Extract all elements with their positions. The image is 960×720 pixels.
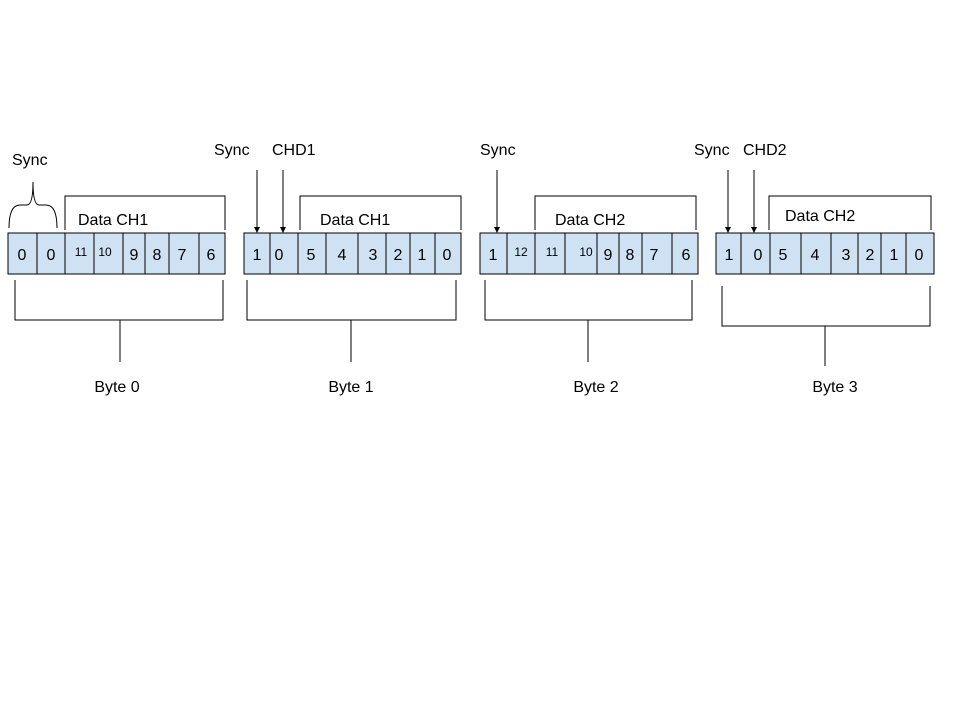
byte-3-field-bracket — [768, 195, 932, 230]
byte-1-bit-cell — [357, 232, 387, 275]
byte-2-field-label: Data CH2 — [555, 212, 625, 229]
byte-3-bit-label: 0 — [754, 247, 763, 264]
sync-brace — [8, 181, 58, 229]
byte-3-bit-label: 3 — [842, 247, 851, 264]
byte-3-bit-label: 1 — [725, 247, 734, 264]
byte-1-chd-label: CHD1 — [272, 142, 316, 159]
byte-3-bit-label: 2 — [866, 247, 875, 264]
byte-1-bit-label: 0 — [275, 247, 284, 264]
byte-2-bit-label: 7 — [650, 247, 659, 264]
byte-2-label: Byte 2 — [573, 379, 618, 396]
byte-3-bit-cell — [740, 232, 771, 275]
byte-2-bit-label: 1 — [489, 247, 498, 264]
byte-0-bit-cell — [198, 232, 226, 275]
byte-1-field-label: Data CH1 — [320, 212, 390, 229]
byte-3-label: Byte 3 — [812, 379, 857, 396]
byte-1-bit-label: 0 — [443, 247, 452, 264]
byte-0-bit-label: 0 — [18, 247, 27, 264]
byte-2-group: 1 12 11 10 9 8 7 6 Sync Data CH2 Byte 2 — [479, 142, 699, 396]
byte-1-bit-label: 5 — [307, 247, 316, 264]
byte-1-field-bracket — [299, 195, 462, 230]
byte-2-field-bracket — [534, 195, 697, 230]
byte-0-bit-label: 7 — [178, 247, 187, 264]
byte-0-bit-label: 11 — [75, 245, 88, 259]
byte-2-bit-cell — [479, 232, 508, 275]
byte-0-bit-label: 8 — [153, 247, 162, 264]
byte-2-bit-label: 9 — [604, 247, 613, 264]
byte-0-bracket — [14, 280, 224, 362]
byte-2-bit-label: 6 — [682, 247, 691, 264]
byte-2-bit-label: 8 — [626, 247, 635, 264]
byte-0-field-label: Data CH1 — [78, 212, 148, 229]
byte-3-bit-cell — [905, 232, 935, 275]
byte-2-bit-cell — [641, 232, 673, 275]
byte-0-bit-cell — [144, 232, 170, 275]
byte-1-sync-label: Sync — [214, 142, 250, 159]
byte-0-label: Byte 0 — [94, 379, 139, 396]
byte-3-bit-label: 4 — [811, 247, 820, 264]
byte-1-bracket — [246, 280, 457, 362]
byte-1-bit-cell — [325, 232, 359, 275]
byte-2-bit-cell — [506, 232, 536, 275]
byte-3-group: 1 0 5 4 3 2 1 0 Sync CHD2 Data CH2 Byte … — [694, 142, 935, 396]
byte-3-sync-label: Sync — [694, 142, 730, 159]
byte-1-bit-label: 4 — [338, 247, 347, 264]
byte-3-bit-label: 0 — [915, 247, 924, 264]
byte-2-bracket — [484, 280, 693, 362]
byte-1-bit-label: 1 — [418, 247, 427, 264]
byte-0-bit-cell — [36, 232, 66, 275]
byte-1-bit-label: 1 — [253, 247, 262, 264]
byte-0-bit-label: 10 — [98, 245, 112, 259]
byte-0-bit-label: 6 — [207, 247, 216, 264]
byte-0-bit-label: 9 — [130, 247, 139, 264]
byte-2-bit-label: 10 — [579, 245, 593, 259]
byte-3-bit-label: 5 — [779, 247, 788, 264]
byte-0-sync-label: Sync — [12, 152, 48, 169]
byte-1-bit-cell — [297, 232, 327, 275]
byte-3-bracket — [721, 286, 931, 366]
byte-0-bit-cell — [64, 232, 95, 275]
byte-2-bit-label: 12 — [514, 245, 528, 259]
byte-1-bit-label: 3 — [369, 247, 378, 264]
byte-3-field-label: Data CH2 — [785, 208, 855, 225]
byte-0-bit-cell — [7, 232, 38, 275]
byte-1-label: Byte 1 — [328, 379, 373, 396]
byte-2-bit-label: 11 — [546, 245, 559, 259]
byte-2-bit-cell — [564, 232, 598, 275]
byte-0-field-bracket — [64, 195, 226, 230]
byte-1-bit-cell — [434, 232, 462, 275]
byte-0-group: 0 0 11 10 9 8 7 6 Sync Data CH1 Byte 0 — [7, 152, 226, 396]
byte-2-bit-cell — [671, 232, 699, 275]
byte-3-chd-label: CHD2 — [743, 142, 787, 159]
byte-2-sync-label: Sync — [480, 142, 516, 159]
byte-0-bit-cell — [168, 232, 200, 275]
byte-3-bit-cell — [880, 232, 907, 275]
byte-3-bit-cell — [769, 232, 802, 275]
byte-3-bit-label: 1 — [890, 247, 899, 264]
byte-1-group: 1 0 5 4 3 2 1 0 Sync CHD1 Data CH1 Byte … — [214, 142, 462, 396]
byte-1-bit-label: 2 — [394, 247, 403, 264]
byte-1-bit-cell — [385, 232, 411, 275]
byte-1-bit-cell — [409, 232, 436, 275]
byte-0-bit-label: 0 — [47, 247, 56, 264]
